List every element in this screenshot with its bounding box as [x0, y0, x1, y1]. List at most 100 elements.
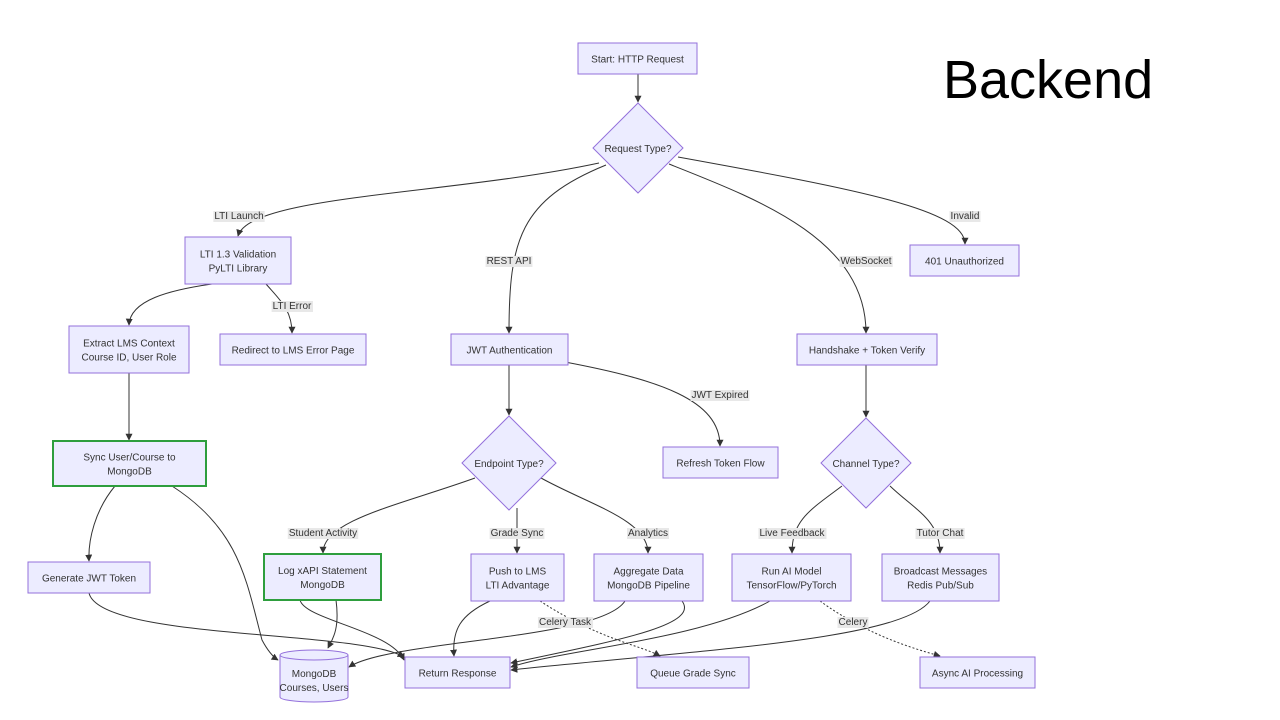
edge-label-grade-sync: Grade Sync	[489, 528, 545, 539]
flow-edge	[539, 600, 661, 657]
node-push-lms: Push to LMS LTI Advantage	[470, 553, 565, 602]
node-label: Course ID, User Role	[81, 353, 176, 364]
node-label: PyLTI Library	[209, 264, 268, 275]
node-mongodb: MongoDB Courses, Users	[279, 649, 349, 703]
node-handshake: Handshake + Token Verify	[796, 333, 938, 366]
slide-title: Backend	[943, 50, 1154, 110]
node-label: Async AI Processing	[932, 669, 1023, 680]
node-label: Request Type?	[604, 144, 672, 155]
flow-edge	[299, 599, 405, 661]
edge-label-tutor-chat: Tutor Chat	[915, 528, 965, 539]
node-label: Log xAPI Statement	[278, 566, 367, 577]
node-label: Run AI Model	[761, 567, 821, 578]
svg-text:REST API: REST API	[487, 256, 532, 267]
node-label: LTI 1.3 Validation	[200, 250, 276, 261]
node-label: Handshake + Token Verify	[809, 346, 925, 357]
node-refresh-token: Refresh Token Flow	[662, 446, 779, 479]
node-start: Start: HTTP Request	[577, 42, 698, 75]
svg-text:Celery: Celery	[839, 617, 868, 628]
svg-text:Tutor Chat: Tutor Chat	[917, 528, 964, 539]
flow-edge	[125, 283, 213, 326]
svg-text:Celery Task: Celery Task	[539, 617, 592, 628]
svg-text:LTI Error: LTI Error	[273, 301, 312, 312]
flow-edge	[85, 485, 116, 562]
node-label: MongoDB	[292, 669, 337, 680]
node-label: LTI Advantage	[486, 581, 550, 592]
flow-edge	[819, 600, 941, 658]
node-label: Extract LMS Context	[83, 339, 175, 350]
node-label: Broadcast Messages	[894, 567, 987, 578]
node-label: Refresh Token Flow	[676, 459, 765, 470]
edge-label-rest-api: REST API	[485, 256, 533, 267]
edge-label-invalid: Invalid	[949, 211, 981, 222]
node-label: MongoDB Pipeline	[607, 581, 690, 592]
node-generate-jwt: Generate JWT Token	[27, 561, 151, 594]
edge-label-celery: Celery	[837, 617, 869, 628]
node-label: Queue Grade Sync	[650, 669, 736, 680]
node-redirect-lms: Redirect to LMS Error Page	[219, 333, 367, 366]
node-label: MongoDB	[107, 467, 152, 478]
edge-label-student-activity: Student Activity	[287, 528, 359, 539]
node-request-type: Request Type?	[592, 102, 684, 194]
node-endpoint-type: Endpoint Type?	[461, 415, 557, 511]
node-channel-type: Channel Type?	[820, 417, 912, 509]
svg-text:Analytics: Analytics	[628, 528, 668, 539]
node-label: Return Response	[419, 669, 497, 680]
node-label: Channel Type?	[832, 459, 900, 470]
flow-edge	[236, 162, 600, 237]
flow-edge	[677, 156, 969, 245]
svg-text:WebSocket: WebSocket	[841, 256, 892, 267]
flow-edge	[564, 361, 724, 447]
flow-edge	[171, 485, 279, 661]
svg-text:Invalid: Invalid	[951, 211, 980, 222]
edge-label-live-feedback: Live Feedback	[758, 528, 827, 539]
node-queue-grade: Queue Grade Sync	[636, 656, 750, 689]
flow-edge	[88, 592, 405, 658]
edge-label-celery-task: Celery Task	[537, 617, 594, 628]
node-sync-user: Sync User/Course to MongoDB	[52, 440, 207, 487]
node-label: Aggregate Data	[613, 567, 683, 578]
flow-edge	[510, 600, 685, 666]
flow-edge	[510, 600, 931, 673]
flow-edge	[505, 164, 607, 334]
svg-text:JWT Expired: JWT Expired	[691, 390, 748, 401]
edge-label-lti-error: LTI Error	[271, 301, 314, 312]
flow-edge	[319, 477, 476, 554]
edge-label-lti-launch: LTI Launch	[213, 211, 265, 222]
flow-edge	[540, 477, 652, 554]
node-label: Start: HTTP Request	[591, 55, 684, 66]
node-label: Courses, Users	[280, 683, 349, 694]
svg-text:Live Feedback: Live Feedback	[759, 528, 825, 539]
node-label: Push to LMS	[489, 567, 547, 578]
flow-edge	[668, 163, 870, 334]
edge-label-websocket: WebSocket	[839, 256, 893, 267]
node-label: Redis Pub/Sub	[907, 581, 974, 592]
node-label: Redirect to LMS Error Page	[232, 346, 355, 357]
node-unauthorized: 401 Unauthorized	[909, 244, 1020, 277]
node-label: Generate JWT Token	[42, 574, 136, 585]
node-label: Sync User/Course to	[83, 453, 176, 464]
flow-edge	[348, 600, 626, 668]
flow-edge	[788, 485, 843, 554]
flow-edge	[450, 600, 491, 657]
node-jwt-auth: JWT Authentication	[450, 333, 569, 366]
node-label: JWT Authentication	[467, 346, 553, 357]
node-label: Endpoint Type?	[474, 459, 544, 470]
svg-text:Grade Sync: Grade Sync	[491, 528, 544, 539]
node-label: 401 Unauthorized	[925, 257, 1004, 268]
node-label: MongoDB	[300, 580, 345, 591]
flow-edge	[889, 485, 944, 554]
node-label: TensorFlow/PyTorch	[746, 581, 836, 592]
svg-text:LTI Launch: LTI Launch	[214, 211, 263, 222]
node-return-response: Return Response	[404, 656, 511, 689]
flow-edge	[510, 600, 771, 669]
edge-label-analytics: Analytics	[626, 528, 670, 539]
flow-edge	[327, 599, 338, 649]
